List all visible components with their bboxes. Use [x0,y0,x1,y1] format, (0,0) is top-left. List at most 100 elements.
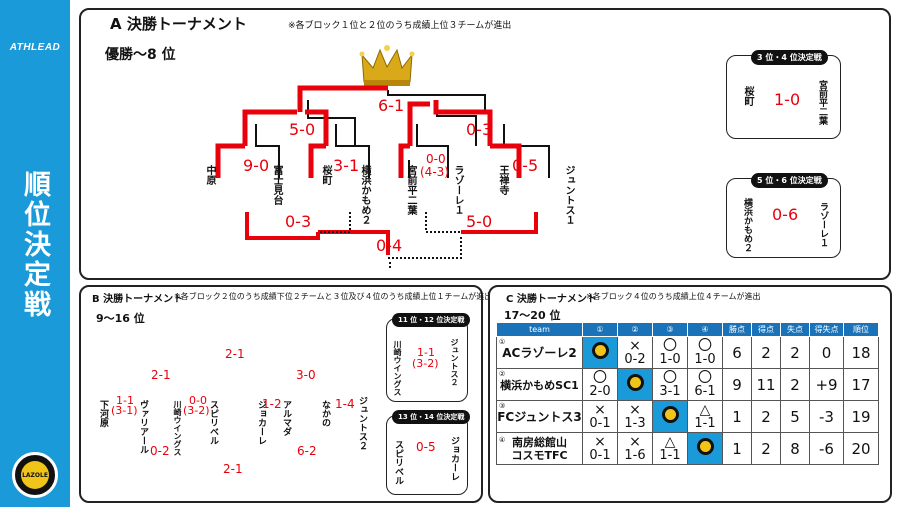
a-qf2-score: 3-1 [333,156,360,175]
header-goals-for: 得点 [751,322,781,337]
result-cell: ×1-3 [617,400,653,433]
team-a-8: ジュントス１ [563,165,574,225]
team-a-6: ラゾーレ１ [452,165,463,215]
emblem-icon [696,438,714,455]
header-opp-1: ① [582,322,618,337]
team-a-1: 中原 [204,165,215,185]
eleventh-place-pk: (3-2) [412,357,439,370]
b-qf3-score: 1-2 [262,397,282,411]
b-qf2-score: 0-0 [189,394,207,407]
team-b-7: なかの [320,400,330,427]
result-cell: △1-1 [687,400,723,433]
a-final-score: 6-1 [378,96,405,115]
self-cell [582,336,618,369]
b-cons-final-score: 2-1 [223,462,243,476]
result-cell: △1-1 [652,432,688,465]
header-opp-4: ④ [687,322,723,337]
goals-against-cell: 8 [780,432,810,465]
header-goal-diff: 得失点 [809,322,844,337]
fifth-place-score: 0-6 [772,205,799,224]
panel-b-title: B 決勝トーナメント [92,294,184,305]
eleventh-place-badge: 11 位・12 位決定戦 [392,313,471,327]
thirteenth-place-box [386,415,468,495]
sidebar: ATHLEAD 順位決定戦 LAZOLE [0,0,70,507]
header-rank: 順位 [843,322,879,337]
goals-for-cell: 2 [751,336,781,369]
points-cell: 9 [722,368,752,401]
b-qf1-pk: (3-1) [111,404,138,417]
club-emblem: LAZOLE [12,452,58,498]
header-goals-against: 失点 [780,322,810,337]
self-cell [652,400,688,433]
team-b-8: ジュントス２ [357,396,367,450]
a-qf3-pk: (4-3) [420,165,449,179]
team-b-6: アルマダ [281,400,291,436]
panel-a-subtitle: 優勝〜8 位 [105,47,176,63]
panel-b-subtitle: 9〜16 位 [96,312,145,325]
panel-a-title: A 決勝トーナメント [110,15,247,33]
goals-for-cell: 2 [751,432,781,465]
emblem-icon [591,342,609,359]
thirteenth-left-team: スピリベル [393,440,403,485]
b-qf2-pk: (3-2) [183,404,210,417]
result-cell: ×0-1 [582,432,618,465]
b-cons-left-score: 0-2 [150,444,170,458]
goal-diff-cell: -3 [809,400,844,433]
team-b-3: 川崎ウイングス [173,400,182,456]
third-right-team: 宮前平二葉 [817,80,827,125]
goals-for-cell: 2 [751,400,781,433]
team-a-7: 王禅寺 [497,165,508,195]
self-cell [617,368,653,401]
header-points: 勝点 [722,322,752,337]
third-place-score: 1-0 [774,90,801,109]
goal-diff-cell: +9 [809,368,844,401]
result-cell: ×0-2 [617,336,653,369]
panel-b-note: ※各ブロック２位のうち成績下位２チームと３位及び４位のうち成績上位１チームが進出 [174,292,493,301]
goal-diff-cell: 0 [809,336,844,369]
header-opp-3: ③ [652,322,688,337]
thirteenth-place-score: 0-5 [416,440,436,454]
goals-against-cell: 2 [780,368,810,401]
third-place-box [726,55,841,139]
b-qf4-score: 1-4 [335,397,355,411]
self-cell [687,432,723,465]
table-header-row: team ① ② ③ ④ 勝点 得点 失点 得失点 順位 [496,322,879,337]
panel-c-title: C 決勝トーナメント [506,294,597,305]
thirteenth-right-team: ジョカーレ [449,436,459,481]
team-a-3: 桜町 [320,165,331,185]
panel-c-note: ※各ブロック４位のうち成績上位４チームが進出 [586,292,761,301]
b-cons-right-score: 6-2 [297,444,317,458]
a-qf4-score: 0-5 [512,156,539,175]
goals-against-cell: 2 [780,336,810,369]
team-b-4: スピリベル [208,400,218,445]
points-cell: 1 [722,432,752,465]
rank-cell: 17 [843,368,879,401]
team-b-2: ヴァリアール [138,400,148,454]
points-cell: 1 [722,400,752,433]
result-cell: ×0-1 [582,400,618,433]
eleventh-left-team: 川崎ウイングス [393,340,402,396]
rank-cell: 20 [843,432,879,465]
goals-against-cell: 5 [780,400,810,433]
fifth-right-team: ラゾーレ１ [818,202,828,247]
thirteenth-place-badge: 13 位・14 位決定戦 [392,410,471,424]
eleventh-right-team: ジュントス２ [450,338,459,386]
b-qf1-score: 1-1 [116,394,134,407]
a-semi-left-score: 5-0 [289,120,316,139]
emblem-icon [626,374,644,391]
rank-cell: 19 [843,400,879,433]
team-a-5: 宮前平二葉 [405,165,416,215]
result-cell: ×1-6 [617,432,653,465]
header-team: team [496,322,583,337]
b-semi-left-score: 2-1 [151,368,171,382]
emblem-text: LAZOLE [22,472,48,479]
